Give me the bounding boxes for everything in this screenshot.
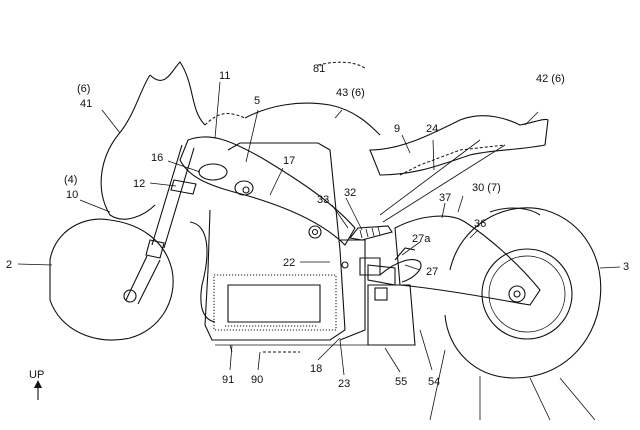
front-wheel — [49, 218, 174, 341]
shock-absorber — [348, 225, 393, 241]
label-91: 91 — [222, 374, 234, 386]
upper-cover — [244, 61, 381, 136]
label-30: 30 (7) — [472, 182, 501, 194]
label-18: 18 — [310, 363, 322, 375]
label-22: 22 — [283, 257, 295, 269]
reference-labels: 81 11 (6) 41 5 43 (6) 42 (6) 9 24 16 17 … — [6, 63, 629, 390]
label-2: 2 — [6, 259, 12, 271]
label-4: (4) — [64, 174, 77, 186]
label-36: 36 — [474, 218, 486, 230]
swing-arm — [367, 215, 541, 306]
label-90: 90 — [251, 374, 263, 386]
label-23: 23 — [338, 378, 350, 390]
leader-lines — [17, 81, 621, 421]
main-frame — [179, 136, 356, 246]
label-54: 54 — [428, 376, 440, 388]
label-41: 41 — [80, 98, 92, 110]
front-fork — [123, 144, 197, 305]
label-up: UP — [29, 369, 44, 381]
label-37: 37 — [439, 192, 451, 204]
label-11: 11 — [219, 70, 230, 82]
label-42: 42 (6) — [536, 73, 565, 85]
label-10: 10 — [66, 189, 78, 201]
label-6-upper: (6) — [77, 83, 90, 95]
label-32: 32 — [344, 187, 356, 199]
label-81: 81 — [313, 63, 325, 75]
label-17: 17 — [283, 155, 295, 167]
label-27: 27 — [426, 266, 438, 278]
label-5: 5 — [254, 95, 260, 107]
up-arrow — [34, 380, 42, 400]
rear-wheel — [444, 207, 602, 379]
label-16: 16 — [151, 152, 163, 164]
front-fairing — [100, 61, 246, 323]
battery-case — [204, 142, 346, 341]
label-27a: 27a — [412, 233, 431, 245]
label-43: 43 (6) — [336, 87, 365, 99]
label-12: 12 — [133, 178, 145, 190]
motor-unit — [339, 239, 416, 346]
label-24: 24 — [426, 123, 438, 135]
label-9: 9 — [394, 123, 400, 135]
label-33: 33 — [317, 194, 329, 206]
under-cover — [215, 344, 410, 353]
label-3: 3 — [623, 261, 629, 273]
label-55: 55 — [395, 376, 407, 388]
seat-rear-cover — [369, 115, 549, 223]
